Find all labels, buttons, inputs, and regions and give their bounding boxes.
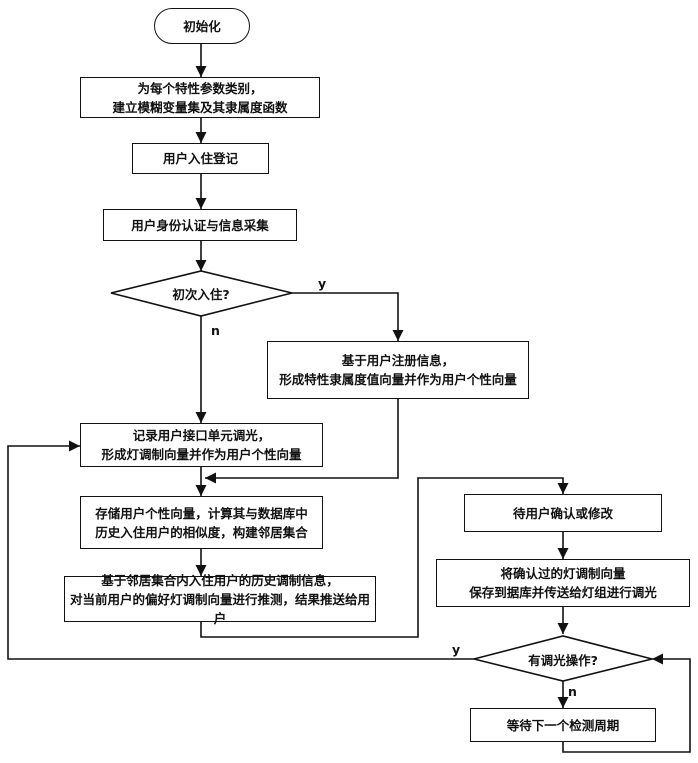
dimming-op-text: 有调光操作?	[503, 649, 623, 669]
start-label: 初始化	[183, 17, 221, 36]
fuzzy-sets-line-2: 建立模糊变量集及其隶属度函数	[112, 98, 287, 117]
record-dimming-box: 记录用户接口单元调光， 形成灯调制向量并作为用户个性向量	[80, 423, 323, 467]
registration-vector-line-1: 基于用户注册信息，	[342, 351, 455, 370]
fuzzy-sets-line-1: 为每个特性参数类别，	[137, 79, 262, 98]
arrow-first-yes	[292, 293, 398, 341]
save-send-box: 将确认过的灯调制向量 保存到据库并传送给灯组进行调光	[436, 559, 690, 607]
checkin-label: 用户入住登记	[163, 149, 238, 168]
predict-box: 基于邻居集合内入住用户的历史调制信息， 对当前用户的偏好灯调制向量进行推测，结果…	[64, 576, 376, 622]
auth-label: 用户身份认证与信息采集	[131, 216, 269, 235]
predict-line-1: 基于邻居集合内入住用户的历史调制信息，	[101, 571, 339, 590]
store-similarity-box: 存储用户个性向量，计算其与数据库中 历史入住用户的相似度，构建邻居集合	[80, 496, 323, 549]
record-dimming-line-2: 形成灯调制向量并作为用户个性向量	[101, 445, 301, 464]
wait-cycle-box: 等待下一个检测周期	[470, 708, 656, 742]
dimming-op-label: 有调光操作?	[528, 650, 598, 669]
dimming-yes-label: y	[452, 642, 460, 657]
fuzzy-sets-box: 为每个特性参数类别， 建立模糊变量集及其隶属度函数	[80, 77, 320, 118]
record-dimming-line-1: 记录用户接口单元调光，	[133, 426, 271, 445]
save-send-line-1: 将确认过的灯调制向量	[500, 564, 625, 583]
predict-line-2: 对当前用户的偏好灯调制向量进行推测，结果推送给用户	[65, 590, 375, 628]
await-confirm-box: 待用户确认或修改	[464, 494, 662, 532]
wait-cycle-label: 等待下一个检测周期	[507, 716, 620, 735]
save-send-line-2: 保存到据库并传送给灯组进行调光	[469, 583, 657, 602]
first-stay-no-label: n	[211, 323, 220, 338]
auth-box: 用户身份认证与信息采集	[103, 209, 297, 241]
checkin-box: 用户入住登记	[132, 143, 269, 174]
store-similarity-line-1: 存储用户个性向量，计算其与数据库中	[95, 504, 308, 523]
start-terminal: 初始化	[154, 8, 250, 44]
dimming-no-label: n	[568, 684, 577, 699]
await-confirm-label: 待用户确认或修改	[513, 504, 613, 523]
first-stay-label: 初次入住?	[172, 284, 229, 303]
registration-vector-box: 基于用户注册信息， 形成特性隶属度值向量并作为用户个性向量	[267, 341, 529, 399]
first-stay-text: 初次入住?	[141, 283, 261, 303]
first-stay-yes-label: y	[318, 276, 326, 291]
store-similarity-line-2: 历史入住用户的相似度，构建邻居集合	[95, 523, 308, 542]
registration-vector-line-2: 形成特性隶属度值向量并作为用户个性向量	[279, 370, 517, 389]
